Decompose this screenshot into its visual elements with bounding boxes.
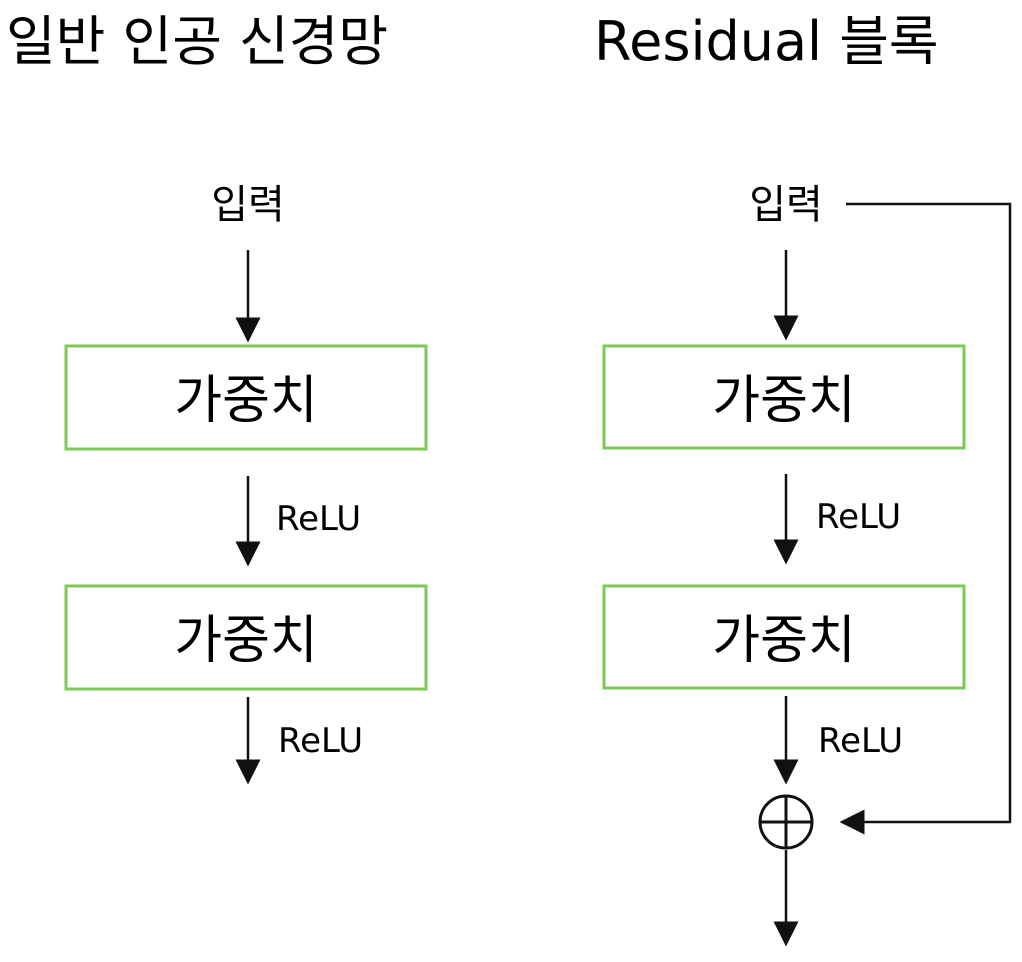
residual-input-label: 입력 [749, 182, 823, 228]
plain-activation-label-2: ReLU [278, 721, 363, 761]
residual-weight-block-2-label: 가중치 [712, 611, 856, 671]
plain-network-column: 일반 인공 신경망 입력 가중치 ReLU 가중치 ReLU [6, 10, 428, 785]
residual-block-title: Residual 블록 [594, 10, 939, 73]
addition-node-icon [758, 794, 814, 850]
residual-weight-block-1-label: 가중치 [712, 371, 856, 431]
plain-activation-label-1: ReLU [276, 499, 361, 539]
plain-weight-block-1 [64, 344, 428, 451]
residual-weight-block-2 [602, 584, 966, 690]
residual-block-column: Residual 블록 입력 가중치 ReLU 가중치 ReLU [594, 10, 1012, 947]
residual-activation-label-2: ReLU [818, 721, 903, 761]
plain-input-label: 입력 [211, 182, 285, 228]
skip-connection-line [839, 202, 1012, 835]
plain-network-title: 일반 인공 신경망 [6, 10, 388, 73]
plain-weight-block-2-label: 가중치 [174, 611, 318, 671]
plain-weight-block-1-label: 가중치 [174, 371, 318, 431]
plain-weight-block-2 [64, 584, 428, 691]
residual-activation-label-1: ReLU [816, 497, 901, 537]
residual-weight-block-1 [602, 344, 966, 450]
